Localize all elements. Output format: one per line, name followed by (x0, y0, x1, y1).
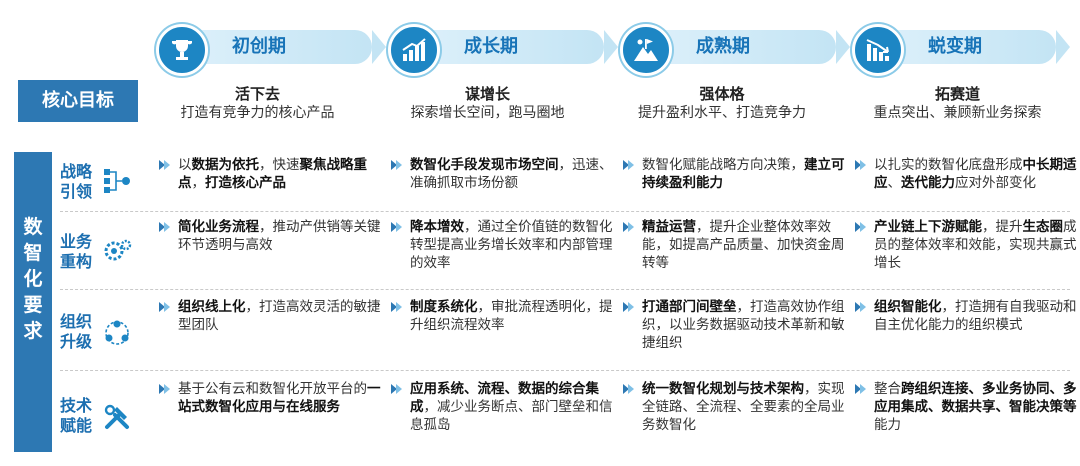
requirement-cell: 降本增效，通过全价值链的数智化转型提高业务增长效率和内部管理的效率 (390, 218, 615, 272)
requirement-cell: 以扎实的数智化底盘形成中长期适应、迭代能力应对外部变化 (854, 156, 1079, 192)
goal-transform: 拓赛道 重点突出、兼顾新业务探索 (845, 85, 1070, 123)
requirements-label: 数智化要求 (23, 216, 43, 342)
double-chevron-icon (854, 158, 868, 172)
requirement-cell: 数智化手段发现市场空间，迅速、准确抓取市场份额 (390, 156, 615, 192)
requirement-cell: 以数据为依托，快速聚焦战略重点，打造核心产品 (158, 156, 383, 192)
row-label-strategy: 战略引领 (56, 152, 138, 210)
double-chevron-icon (390, 382, 404, 396)
requirement-cell: 整合跨组织连接、多业务协同、多应用集成、数据共享、智能决策等能力 (854, 380, 1079, 434)
goal-mature: 强体格 提升盈利水平、打造竞争力 (612, 85, 832, 123)
row-label-text: 业务重构 (60, 232, 93, 271)
org-network-icon (105, 320, 129, 345)
stage-title-mature: 成熟期 (696, 36, 750, 57)
double-chevron-icon (854, 382, 868, 396)
wrench-hammer-icon (104, 404, 129, 429)
row-label-text: 战略引领 (60, 162, 93, 201)
double-chevron-icon (158, 382, 172, 396)
row-label-text: 技术赋能 (60, 396, 93, 435)
row-label-organization: 组织升级 (56, 296, 138, 366)
requirement-cell: 组织线上化，打造高效灵活的敏捷型团队 (158, 298, 383, 334)
double-chevron-icon (390, 300, 404, 314)
growth-bars-icon (388, 24, 440, 76)
double-chevron-icon (622, 300, 636, 314)
double-chevron-icon (854, 220, 868, 234)
stage-title-startup: 初创期 (232, 36, 286, 57)
row-label-text: 组织升级 (60, 312, 93, 351)
mountain-flag-icon (620, 24, 672, 76)
double-chevron-icon (158, 300, 172, 314)
double-chevron-icon (622, 158, 636, 172)
goal-subtitle: 重点突出、兼顾新业务探索 (873, 105, 1042, 121)
goal-subtitle: 探索增长空间，跑马圈地 (410, 105, 565, 121)
requirement-cell: 统一数智化规划与技术架构，实现全链路、全流程、全要素的全局业务数智化 (622, 380, 847, 434)
goal-title: 活下去 (234, 85, 280, 103)
stage-title-growth: 成长期 (464, 36, 518, 57)
row-label-technology: 技术赋能 (56, 378, 138, 452)
double-chevron-icon (158, 158, 172, 172)
stage-title-transform: 蜕变期 (928, 36, 982, 57)
requirement-cell: 基于公有云和数智化开放平台的一站式数智化应用与在线服务 (158, 380, 383, 416)
goal-title: 强体格 (699, 85, 745, 103)
requirement-cell: 打通部门间壁垒，打造高效协作组织，以业务数据驱动技术革新和敏捷组织 (622, 298, 847, 352)
declining-chart-icon (852, 24, 904, 76)
row-divider (60, 370, 1070, 371)
trophy-icon (156, 24, 208, 76)
strategy-flow-icon (104, 169, 130, 193)
goal-title: 谋增长 (464, 85, 510, 103)
double-chevron-icon (622, 220, 636, 234)
goal-subtitle: 打造有竞争力的核心产品 (180, 105, 335, 121)
gears-icon (104, 239, 132, 261)
row-divider (60, 211, 1070, 212)
double-chevron-icon (390, 220, 404, 234)
double-chevron-icon (622, 382, 636, 396)
row-divider (60, 289, 1070, 290)
goal-growth: 谋增长 探索增长空间，跑马圈地 (380, 85, 595, 123)
requirement-cell: 数智化赋能战略方向决策，建立可持续盈利能力 (622, 156, 847, 192)
row-label-business: 业务重构 (56, 216, 138, 286)
goal-startup: 活下去 打造有竞争力的核心产品 (150, 85, 365, 123)
requirement-cell: 组织智能化，打造拥有自我驱动和自主优化能力的组织模式 (854, 298, 1079, 334)
double-chevron-icon (158, 220, 172, 234)
requirement-cell: 精益运营，提升企业整体效率效能，如提高产品质量、加快资金周转等 (622, 218, 847, 272)
requirement-cell: 应用系统、流程、数据的综合集成，减少业务断点、部门壁垒和信息孤岛 (390, 380, 615, 434)
core-goal-label: 核心目标 (18, 80, 138, 122)
goal-title: 拓赛道 (934, 85, 980, 103)
goal-subtitle: 提升盈利水平、打造竞争力 (638, 105, 806, 121)
requirement-cell: 简化业务流程，推动产供销等关键环节透明与高效 (158, 218, 383, 254)
requirement-cell: 制度系统化，审批流程透明化，提升组织流程效率 (390, 298, 615, 334)
double-chevron-icon (854, 300, 868, 314)
double-chevron-icon (390, 158, 404, 172)
requirements-band (14, 152, 52, 452)
requirement-cell: 产业链上下游赋能，提升生态圈成员的整体效率和效能，实现共赢式增长 (854, 218, 1079, 272)
